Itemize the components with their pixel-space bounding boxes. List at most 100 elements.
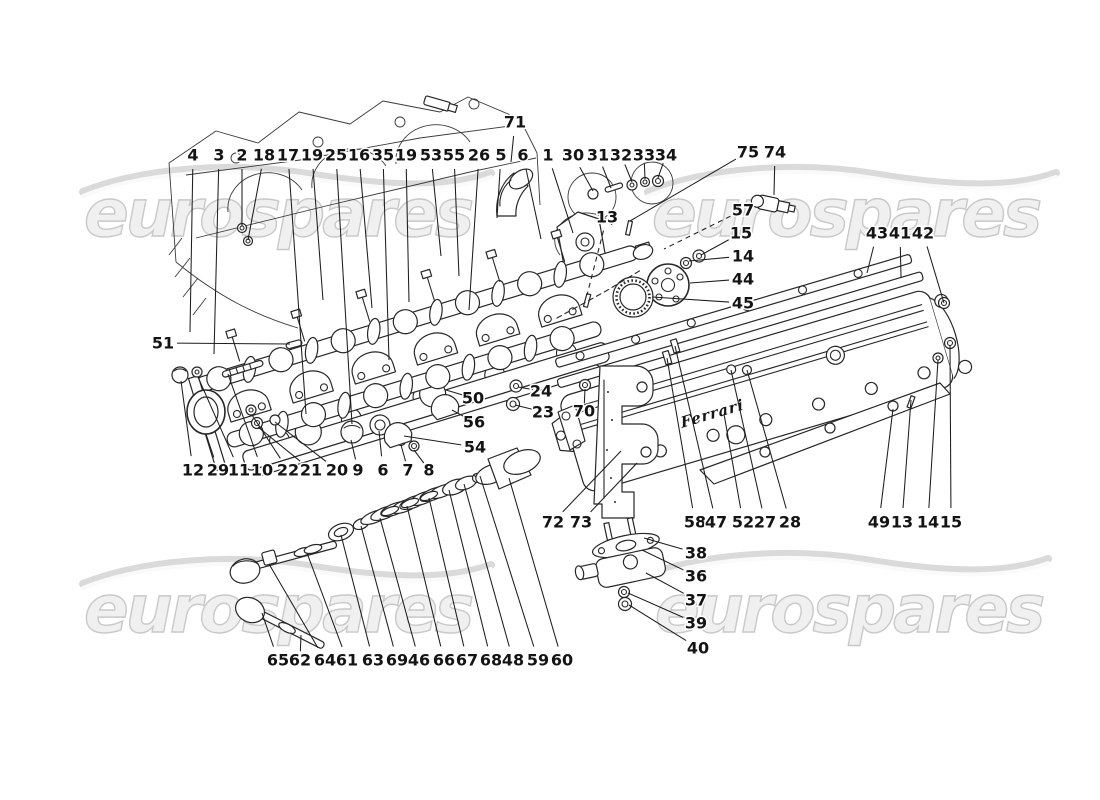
part-number-73: 73 [570, 513, 592, 532]
bucket-tappet [475, 447, 541, 490]
head-studs [225, 228, 566, 362]
part-number-24: 24 [530, 382, 552, 401]
part-number-63: 63 [362, 651, 384, 670]
leader-line-65 [261, 612, 274, 647]
leader-line-35 [382, 168, 390, 361]
leader-line-52 [723, 413, 742, 509]
leader-line-3 [213, 168, 220, 355]
sensor-74 [750, 194, 796, 214]
part-number-13: 13 [596, 208, 618, 227]
leader-line-44 [689, 279, 730, 284]
leader-line-69 [360, 525, 394, 647]
leader-line-70 [583, 388, 586, 404]
leader-line-5 [496, 168, 501, 219]
part-number-59: 59 [527, 651, 549, 670]
part-number-27: 27 [754, 513, 776, 532]
part-number-43: 43 [866, 224, 888, 243]
leader-line-38 [643, 537, 683, 550]
leader-line-25 [336, 168, 353, 425]
leader-line-21 [257, 426, 301, 462]
leader-line-8 [413, 449, 425, 464]
part-number-66: 66 [433, 651, 455, 670]
part-number-56: 56 [463, 413, 485, 432]
leader-line-48 [463, 483, 510, 647]
leader-line-68 [448, 489, 489, 647]
leader-line-13 [902, 399, 912, 509]
leader-line-45 [651, 296, 730, 303]
part-number-45: 45 [732, 294, 754, 313]
leader-line-75 [629, 158, 737, 222]
watermark-top-right: eurospares [644, 164, 1060, 253]
part-number-32: 32 [610, 146, 632, 165]
leader-line-64 [268, 563, 319, 649]
leader-line-61 [306, 552, 343, 648]
leader-line-50 [445, 389, 464, 396]
part-number-46: 46 [408, 651, 430, 670]
leader-line-15 [700, 239, 729, 256]
part-number-71: 71 [504, 113, 526, 132]
part-number-28: 28 [779, 513, 801, 532]
part-number-68: 68 [480, 651, 502, 670]
watermark-bottom-left: eurospares [79, 556, 495, 649]
breather-hose [496, 168, 534, 217]
part-number-20: 20 [326, 461, 348, 480]
part-number-35: 35 [372, 146, 394, 165]
water-outlet-drawing [574, 517, 666, 612]
part-number-39: 39 [685, 614, 707, 633]
chain-blade [557, 404, 586, 451]
part-number-10: 10 [251, 461, 273, 480]
part-number-6: 6 [377, 461, 388, 480]
leader-line-19 [312, 168, 324, 301]
leader-line-19 [405, 168, 410, 303]
valve-springs [360, 482, 458, 526]
leader-line-1 [551, 168, 574, 234]
leader-line-12 [180, 380, 192, 457]
part-number-1: 1 [542, 146, 553, 165]
part-number-62: 62 [289, 651, 311, 670]
watermark-text: eurospares [652, 175, 1040, 252]
tensioner-bracket-drawing [505, 365, 659, 519]
leader-line-37 [645, 572, 684, 594]
leader-line-24 [517, 386, 534, 391]
leader-line-74 [773, 165, 776, 196]
leader-line-56 [451, 409, 467, 419]
cam-bearing-caps [227, 294, 583, 423]
part-number-14: 14 [917, 513, 939, 532]
leader-line-16 [359, 168, 373, 309]
part-number-37: 37 [685, 591, 707, 610]
part-number-22: 22 [277, 461, 299, 480]
part-number-15: 15 [730, 224, 752, 243]
part-number-14: 14 [732, 247, 754, 266]
leader-line-22 [251, 414, 281, 459]
leader-line-67 [428, 497, 465, 647]
part-number-74: 74 [764, 143, 786, 162]
watermark-text: eurospares [655, 571, 1043, 648]
part-number-16: 16 [348, 146, 370, 165]
leader-line-46 [379, 517, 416, 647]
part-number-44: 44 [732, 270, 754, 289]
leader-line-26 [468, 168, 479, 311]
part-number-12: 12 [182, 461, 204, 480]
leader-line-10 [227, 373, 258, 457]
leader-line-58 [666, 357, 694, 509]
part-number-34: 34 [655, 146, 677, 165]
leader-line-27 [730, 369, 763, 509]
watermark-text: eurospares [84, 571, 472, 648]
leader-line-62 [299, 634, 302, 652]
leader-line-30 [579, 166, 594, 192]
part-number-48: 48 [502, 651, 524, 670]
part-number-53: 53 [420, 146, 442, 165]
leader-line-51 [176, 342, 291, 345]
valve-cover-drawing: Ferrari [551, 254, 973, 492]
part-number-41: 41 [889, 224, 911, 243]
part-number-13: 13 [891, 513, 913, 532]
leader-line-14 [688, 256, 730, 262]
leader-line-18 [247, 168, 262, 241]
leader-line-17 [288, 168, 307, 415]
part-number-52: 52 [732, 513, 754, 532]
watermark-bottom-right: eurospares [636, 550, 1052, 649]
leader-line-42 [926, 246, 945, 304]
